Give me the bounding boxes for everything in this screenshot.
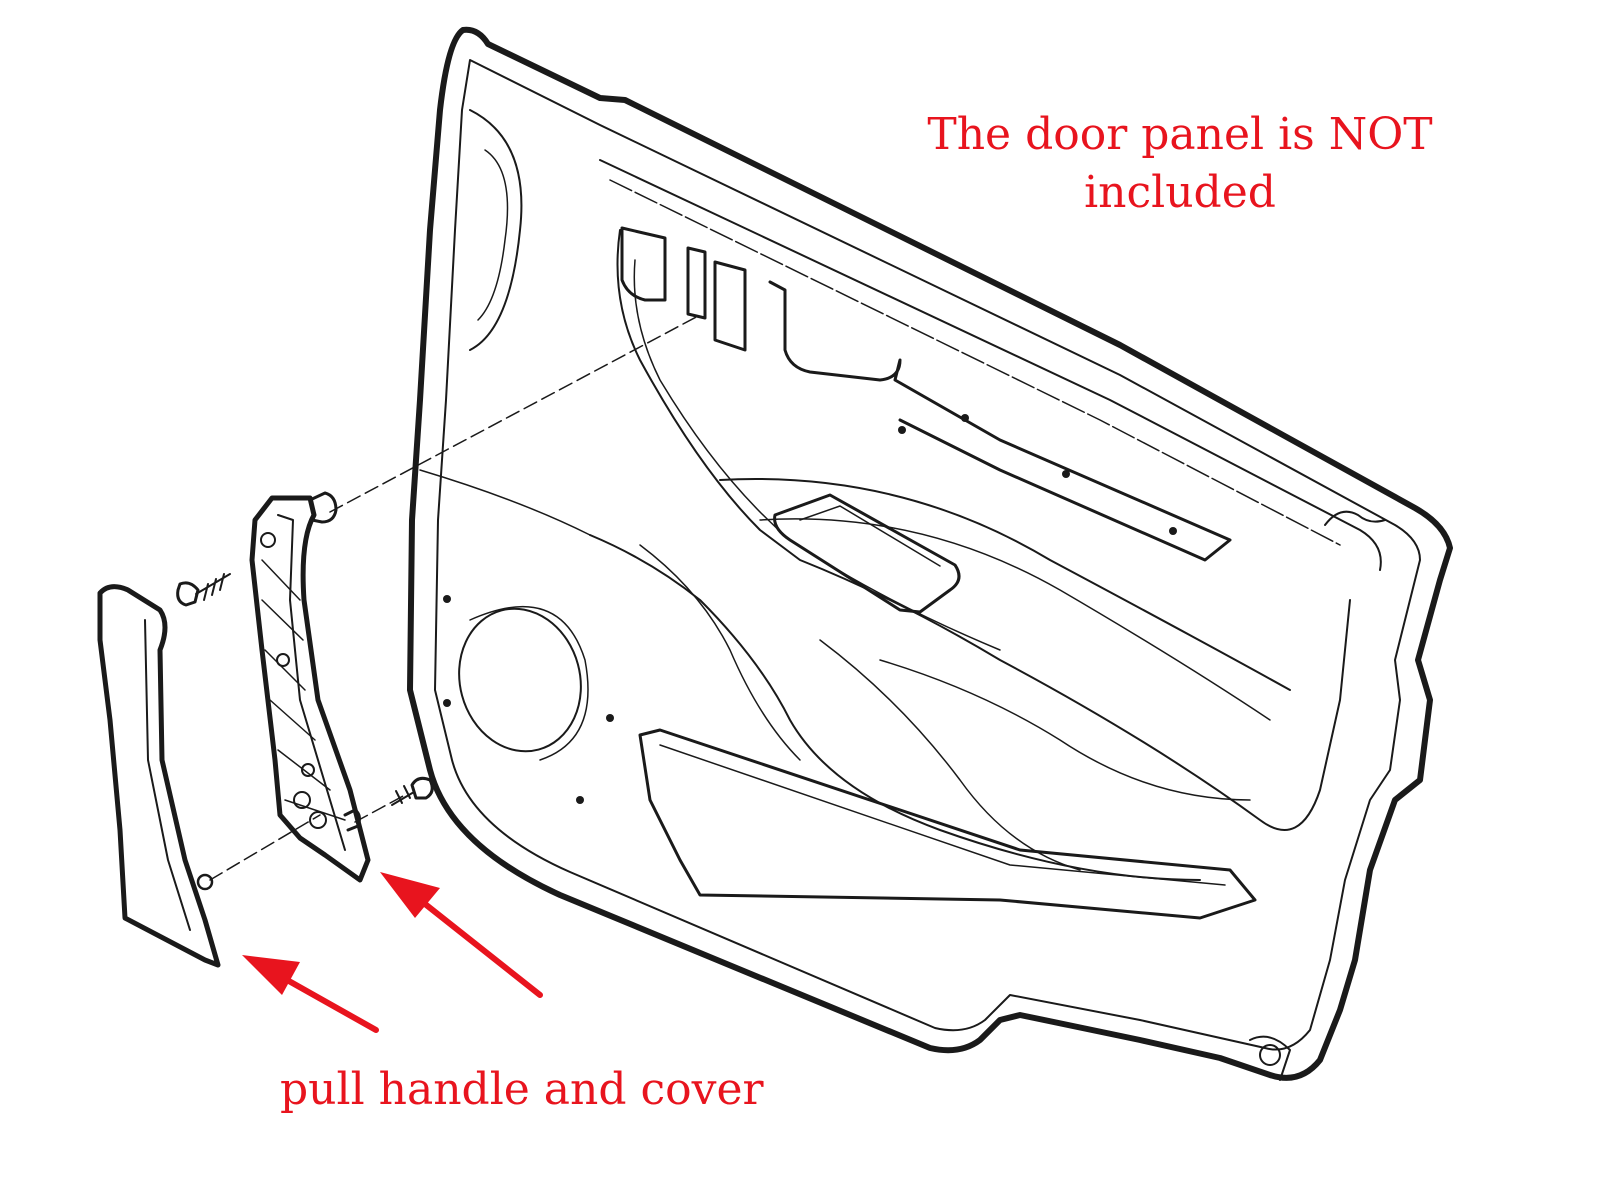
screw-upper-thread xyxy=(195,573,231,601)
switch-frame xyxy=(620,226,667,302)
handle-cover-outline xyxy=(97,584,221,968)
screw-lower xyxy=(410,776,434,800)
upper-trim-band xyxy=(599,159,1382,571)
leader-line-handle-upper xyxy=(329,314,701,513)
door-panel-inner-edge xyxy=(434,59,1421,1051)
mount-boss-4 xyxy=(309,811,327,829)
screw-icon xyxy=(391,776,434,806)
pull-handle-outline xyxy=(249,495,371,883)
armrest-inner xyxy=(633,259,1001,651)
bottom-bolt xyxy=(1259,1044,1281,1066)
panel-note-line-1: The door panel is NOT xyxy=(927,109,1433,160)
mount-boss-5 xyxy=(301,763,315,777)
leader-line-cover xyxy=(209,814,321,881)
pull-handle-ribs xyxy=(261,559,346,821)
armrest-top xyxy=(768,280,1232,562)
bottom-bolt-tab xyxy=(1249,1035,1291,1081)
armrest-ridge-2 xyxy=(759,518,1271,721)
mount-boss-3 xyxy=(293,791,311,809)
pull-handle-inner xyxy=(277,514,346,851)
arrow-to-handle-shaft xyxy=(417,897,543,998)
screw-icon xyxy=(176,573,231,607)
callout-arrows xyxy=(242,872,543,1033)
speaker-grille xyxy=(458,607,582,753)
arrow-to-handle-head xyxy=(380,872,440,918)
pull-handle-side-peg xyxy=(343,808,361,832)
door-panel-outline xyxy=(407,26,1453,1081)
arrow-to-cover-shaft xyxy=(277,973,379,1033)
leader-line-screw xyxy=(354,794,406,823)
panel-note-line-2: included xyxy=(1084,167,1276,218)
speaker-surround xyxy=(469,605,589,761)
handle-cover-drawing xyxy=(97,584,221,968)
body-sweep-2 xyxy=(639,544,801,761)
corner-hook xyxy=(1324,510,1386,526)
door-handle-inner xyxy=(799,505,941,567)
panel-not-included-note: The door panel is NOT included xyxy=(900,106,1460,222)
map-pocket-lip xyxy=(659,744,1226,886)
upper-trim-band-2 xyxy=(609,179,1341,546)
map-pocket xyxy=(638,728,1257,920)
body-sweep-5 xyxy=(419,469,591,536)
screw-lower-thread xyxy=(391,785,415,806)
pull-handle-bracket-drawing xyxy=(249,491,371,883)
door-panel-drawing xyxy=(407,26,1453,1081)
left-recess-inner xyxy=(477,149,509,321)
body-sweep-4 xyxy=(879,659,1251,801)
switch-slot-1 xyxy=(686,246,707,320)
handle-cover-edge xyxy=(144,619,191,931)
assembly-leader-lines xyxy=(209,314,701,881)
mount-boss-1 xyxy=(260,532,276,548)
left-recess xyxy=(469,109,523,351)
mount-boss-2 xyxy=(276,653,290,667)
screw-upper xyxy=(176,581,200,607)
body-sweep-1 xyxy=(589,534,1201,881)
parts-label: pull handle and cover xyxy=(280,1064,764,1115)
arrow-to-cover-head xyxy=(242,955,300,995)
clip-holes xyxy=(443,414,1177,804)
armrest-ridge xyxy=(719,478,1291,691)
door-handle-recess xyxy=(773,493,961,614)
armrest-edge xyxy=(616,229,1351,831)
pull-handle-peg xyxy=(308,491,338,524)
switch-slot-2 xyxy=(713,260,747,352)
handle-cover-peg xyxy=(196,873,214,891)
body-sweep-3 xyxy=(819,639,1081,871)
